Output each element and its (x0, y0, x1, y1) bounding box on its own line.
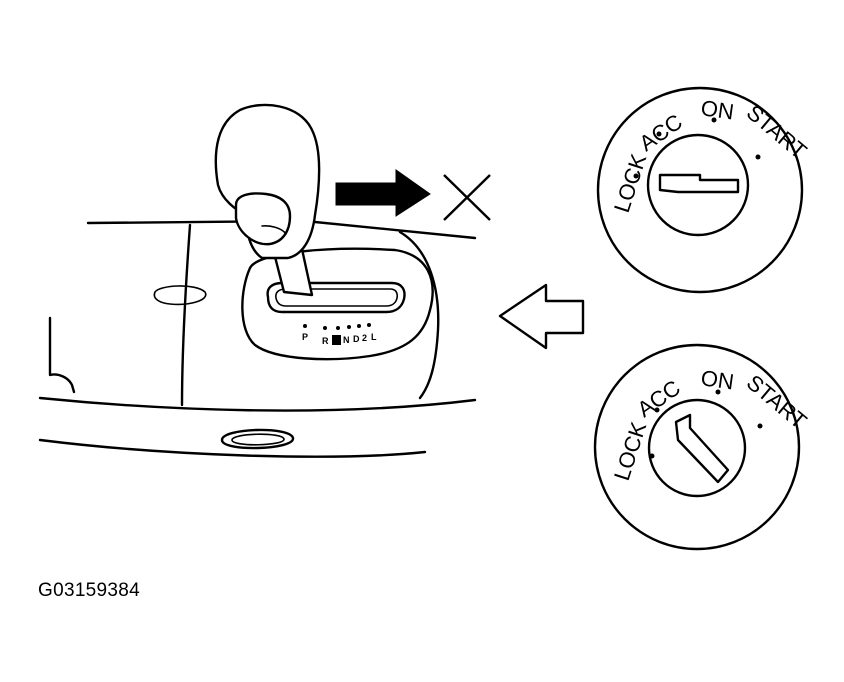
not-allowed-mark (443, 174, 491, 221)
figure-code: G03159384 (38, 580, 141, 601)
ignition-dial-top-ring (596, 86, 804, 294)
lower-slot (220, 428, 295, 450)
ignition-dial-top-cylinder (646, 133, 750, 237)
console-divider (180, 223, 192, 407)
ignition-dial-bottom: LOCK ACC ON START (593, 343, 812, 551)
shift-slot-inner (275, 288, 399, 307)
ignition-dial-bottom-ring (593, 343, 801, 551)
label-on-top: ON (699, 95, 735, 124)
gear-label-l: L (371, 332, 377, 342)
gear-label-2: 2 (362, 333, 367, 343)
console-lower-edge (38, 396, 477, 412)
console-left-edge (48, 316, 76, 394)
shift-lever (214, 103, 321, 297)
gear-label-n: N (343, 335, 350, 345)
shift-gate-plate (241, 247, 434, 361)
label-start-top: START (742, 100, 812, 164)
shift-gate: P R N D 2 L (241, 247, 434, 361)
ignition-dial-bottom-cylinder (647, 398, 747, 498)
label-acc-bottom: ACC (633, 375, 685, 422)
console-recess (153, 285, 207, 306)
center-console (38, 219, 477, 458)
label-start-bottom: START (742, 370, 812, 434)
gear-label-d: D (353, 334, 360, 344)
gear-indicator: P R N D 2 L (302, 323, 377, 346)
console-right-curve (398, 230, 440, 400)
label-lock-top: LOCK (609, 151, 651, 216)
gear-label-r: R (322, 336, 329, 346)
key-slot-top (658, 173, 740, 194)
check-arrow (498, 283, 585, 350)
console-base-edge (38, 438, 427, 458)
push-arrow (335, 169, 431, 217)
gear-label-p: P (302, 332, 308, 342)
label-lock-bottom: LOCK (609, 419, 651, 484)
shift-slot (266, 281, 406, 314)
key-slot-bottom (674, 413, 730, 484)
shift-button (234, 192, 292, 246)
label-on-bottom: ON (699, 365, 735, 394)
gear-indicator-active (332, 335, 341, 345)
ignition-dial-top: LOCK ACC ON START (596, 86, 812, 294)
push-indicator (335, 169, 491, 221)
label-acc-top: ACC (635, 109, 687, 156)
